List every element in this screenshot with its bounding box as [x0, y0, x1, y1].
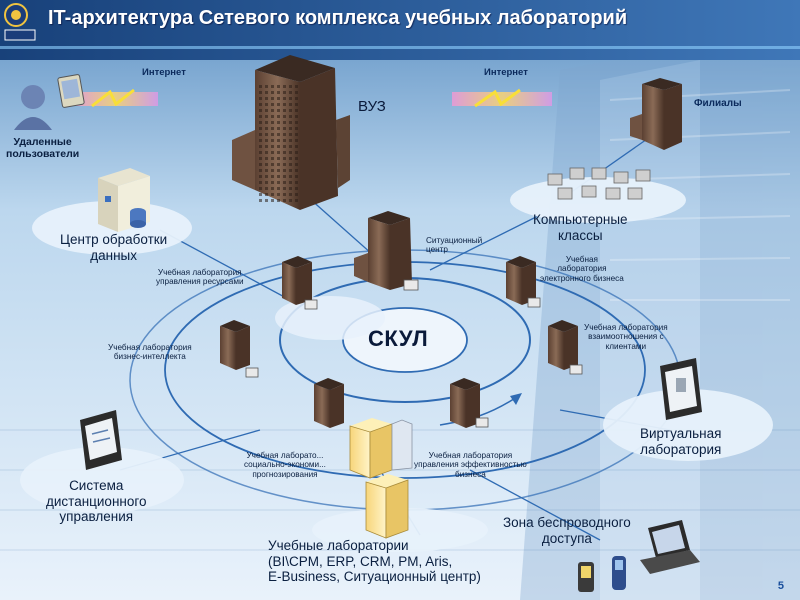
server-icon [98, 168, 150, 232]
label-lab-socio: Учебная лаборато... социально-экономи...… [244, 451, 326, 479]
label-internet-left: Интернет [142, 67, 186, 78]
lab-building-efficiency [450, 378, 489, 428]
computer-class-icons [547, 167, 651, 200]
laptop-icon [640, 520, 700, 574]
label-lab-efficiency: Учебная лаборатория управления эффективн… [414, 451, 527, 479]
label-filialy: Филиалы [694, 98, 742, 109]
slide-number: 5 [777, 580, 784, 592]
label-skul: СКУЛ [368, 326, 429, 351]
situation-center-building [354, 211, 419, 291]
label-situation-center: Ситуационный центр [426, 236, 483, 255]
slide-title: IT-архитектура Сетевого комплекса учебны… [48, 7, 628, 29]
distance-control-monitor-icon [80, 410, 122, 470]
lab-building-crm [548, 320, 583, 375]
label-distance-system: Система дистанционного управления [46, 478, 147, 525]
label-remote-users: Удаленные пользователи [6, 136, 80, 161]
label-vuz: ВУЗ [358, 98, 386, 115]
label-lab-crm: Учебная лаборатория взаимоотношения с кл… [584, 323, 668, 351]
label-data-center: Центр обработки данных [60, 232, 168, 263]
lab-building-socio [314, 378, 344, 428]
lab-server-cabinets [349, 418, 413, 539]
mobile-phone-icon [578, 556, 626, 592]
label-internet-right: Интернет [484, 67, 528, 78]
label-lab-ebusiness: Учебная лаборатория электронного бизнеса [540, 255, 624, 283]
virtual-lab-monitor-icon [660, 358, 702, 420]
university-building [232, 55, 350, 210]
label-wireless: Зона беспроводного доступа [503, 515, 631, 546]
label-lab-bi: Учебная лаборатория бизнес-интеллекта [108, 343, 192, 362]
remote-user-icon [14, 74, 85, 130]
label-computer-classes: Компьютерные классы [533, 212, 628, 243]
label-lab-resources: Учебная лаборатория управления ресурсами [156, 268, 244, 287]
lab-building-resources [282, 256, 318, 310]
lab-building-ebusiness [506, 256, 541, 308]
label-edu-labs: Учебные лаборатории (BI\CPM, ERP, CRM, P… [268, 538, 481, 585]
lab-building-bi [220, 320, 259, 378]
university-logo [4, 3, 36, 41]
label-virtual-lab: Виртуальная лаборатория [640, 426, 722, 457]
branch-building [630, 78, 682, 150]
